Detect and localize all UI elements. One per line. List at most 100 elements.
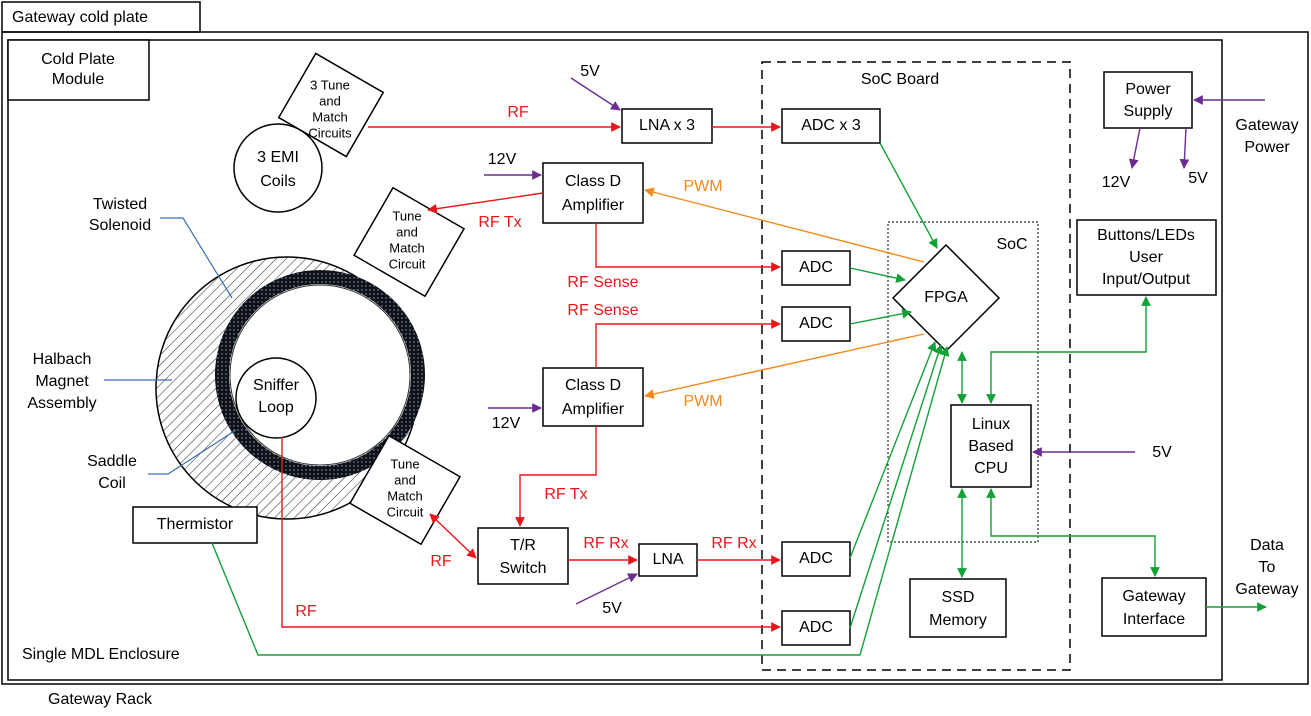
buttons-leds-label-2: User [1129, 249, 1163, 266]
5v-ps-label: 5V [1188, 170, 1208, 187]
rf-bottom-label: RF [295, 603, 317, 620]
tune-match-3-label-3: Match [312, 109, 347, 124]
adc-3-label: ADC [799, 550, 833, 567]
tune-match-top-label-2: and [396, 224, 418, 239]
twisted-solenoid-coil [215, 270, 425, 480]
rf-tx-bottom-label: RF Tx [544, 486, 587, 503]
thermistor-box [132, 506, 258, 544]
adc-x3-box [781, 108, 881, 144]
soc-board-label: SoC Board [861, 71, 939, 88]
rf-tune-to-tr-switch [429, 513, 477, 559]
tune-match-3-label-2: and [319, 93, 341, 108]
class-d-bottom-label-1: Class D [565, 377, 621, 394]
rf-left-label: RF [430, 553, 452, 570]
tune-match-bottom-label-3: Match [387, 488, 422, 503]
adc-3-box [781, 541, 851, 577]
pwm-bottom-label: PWM [683, 393, 722, 410]
gateway-interface-box [1101, 577, 1207, 637]
emi-coils-label-1: 3 EMI [257, 149, 299, 166]
tr-switch-label-2: Switch [499, 560, 546, 577]
12v-classd-top-label: 12V [488, 151, 517, 168]
rf-tx-top-label: RF Tx [478, 214, 521, 231]
class-d-top-label-2: Amplifier [562, 197, 625, 214]
ssd-memory-box [909, 578, 1007, 638]
rf-tx-bottom-path [515, 426, 597, 527]
ssd-label-2: Memory [929, 612, 987, 629]
adc-x3-label: ADC x 3 [801, 117, 861, 134]
twisted-solenoid-pointer [160, 217, 233, 299]
linux-cpu-label-3: CPU [974, 460, 1008, 477]
gateway-cold-plate-frame [1, 31, 1309, 685]
linux-cpu-label-1: Linux [972, 416, 1010, 433]
gateway-rack-label: Gateway Rack [48, 691, 153, 708]
saddle-coil-pointer [148, 429, 237, 475]
tune-match-top-label-1: Tune [392, 208, 421, 223]
power-supply-label-2: Supply [1124, 103, 1173, 120]
adc3-to-fpga [849, 341, 937, 559]
tune-match-top-label-3: Match [389, 240, 424, 255]
saddle-coil-label-2: Coil [98, 475, 126, 492]
single-mdl-enclosure-label: Single MDL Enclosure [22, 646, 180, 663]
ps-12v-arrow [1128, 127, 1141, 169]
cpu-buttons-link [986, 296, 1151, 404]
rf-sense-1-label: RF Sense [567, 274, 638, 291]
cold-plate-module-box [7, 39, 150, 101]
twisted-solenoid-label-2: Solenoid [89, 217, 151, 234]
mdl-enclosure-frame [7, 39, 1223, 681]
linux-cpu-box [950, 404, 1032, 488]
twisted-solenoid-label-1: Twisted [93, 196, 147, 213]
gateway-cold-plate-tab [1, 1, 201, 33]
buttons-leds-label-3: Input/Output [1102, 271, 1191, 288]
12v-ps-label: 12V [1102, 174, 1131, 191]
cold-plate-module-label-1: Cold Plate [41, 51, 115, 68]
tr-switch-label-1: T/R [510, 537, 536, 554]
adc-4-label: ADC [799, 619, 833, 636]
class-d-top-label-1: Class D [565, 173, 621, 190]
saddle-coil-label-1: Saddle [87, 453, 137, 470]
class-d-bottom-label-2: Amplifier [562, 401, 625, 418]
buttons-leds-label-1: Buttons/LEDs [1097, 227, 1195, 244]
thermistor-to-fpga [211, 346, 950, 656]
tune-match-bottom-label-2: and [394, 472, 416, 487]
halbach-label-1: Halbach [33, 351, 92, 368]
5v-lna-label: 5V [602, 600, 622, 617]
adc2-to-fpga [849, 308, 912, 325]
pwm-top-path [644, 187, 925, 263]
5v-to-lna3 [570, 77, 621, 111]
tune-match-circuits-3 [277, 52, 385, 158]
cpu-gateway-link [986, 488, 1160, 577]
thermistor-label: Thermistor [157, 516, 234, 533]
5v-cpu-label: 5V [1152, 444, 1172, 461]
power-supply-box [1103, 71, 1193, 129]
class-d-amplifier-bottom-box [542, 367, 644, 427]
gateway-power-label-2: Power [1244, 139, 1290, 156]
adc-2-label: ADC [799, 315, 833, 332]
soc-label: SoC [996, 236, 1027, 253]
adc-1-label: ADC [799, 259, 833, 276]
5v-lna3-label: 5V [580, 63, 600, 80]
rf-rx-1-label: RF Rx [583, 535, 628, 552]
lna-x3-box [621, 108, 713, 144]
adc1-to-fpga [849, 267, 906, 283]
sniffer-loop-label-2: Loop [258, 399, 294, 416]
gateway-power-label-1: Gateway [1235, 117, 1298, 134]
halbach-label-2: Magnet [35, 373, 89, 390]
power-supply-label-1: Power [1125, 81, 1171, 98]
gateway-cold-plate-label: Gateway cold plate [12, 9, 148, 26]
lna-x3-label: LNA x 3 [639, 117, 695, 134]
sniffer-loop-label-1: Sniffer [253, 377, 300, 394]
emi-coils-circle [233, 123, 323, 213]
ps-5v-arrow [1179, 127, 1190, 169]
data-to-gateway-label-1: Data [1250, 537, 1284, 554]
tune-match-bottom-label-4: Circuit [387, 504, 424, 519]
pwm-bottom-path [644, 333, 925, 399]
rf-sense-1-path [595, 223, 781, 272]
rf-sense-2-path [595, 319, 781, 368]
class-d-amplifier-top-box [542, 162, 644, 224]
linux-cpu-label-2: Based [968, 438, 1013, 455]
rf-rx-2-label: RF Rx [711, 535, 756, 552]
gateway-interface-label-2: Interface [1123, 611, 1185, 628]
rf-tx-top-path [427, 192, 544, 214]
tune-match-3-label-4: Circuits [308, 125, 352, 140]
